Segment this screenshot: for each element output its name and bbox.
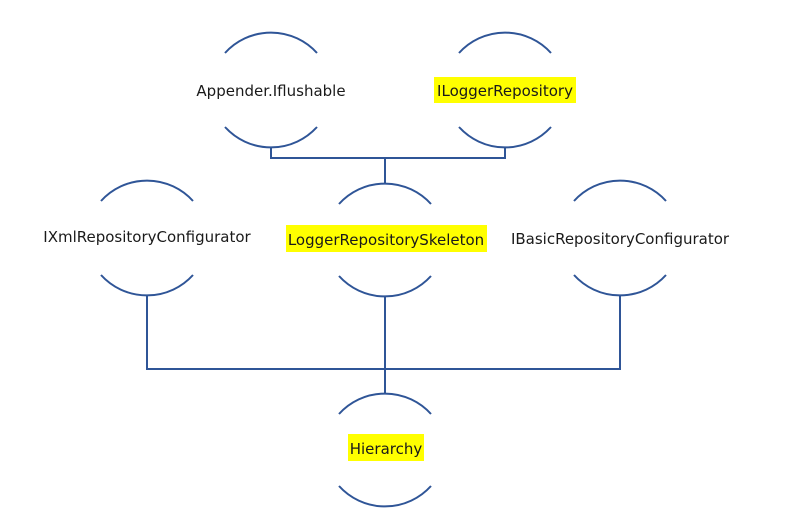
node-appender-iflushable[interactable]: Appender.Iflushable — [196, 31, 346, 149]
node-logger-repository-skeleton[interactable]: LoggerRepositorySkeleton — [286, 182, 487, 298]
node-label: ILoggerRepository — [437, 82, 573, 100]
node-top-arc — [573, 179, 667, 202]
node-label: IBasicRepositoryConfigurator — [511, 230, 730, 248]
node-ilogger-repository[interactable]: ILoggerRepository — [434, 31, 576, 149]
node-bottom-arc — [338, 275, 432, 298]
node-top-arc — [100, 179, 194, 202]
node-label: LoggerRepositorySkeleton — [288, 231, 484, 249]
connector-ixml-to-hierarchy — [146, 296, 386, 393]
node-label: Appender.Iflushable — [196, 82, 345, 100]
node-bottom-arc — [224, 126, 318, 149]
connectors — [146, 148, 621, 393]
node-top-arc — [338, 182, 432, 205]
node-ibasic-repository-configurator[interactable]: IBasicRepositoryConfigurator — [511, 179, 730, 297]
node-highlight — [434, 77, 576, 103]
node-label: IXmlRepositoryConfigurator — [43, 228, 251, 246]
node-highlight — [348, 434, 424, 461]
node-hierarchy[interactable]: Hierarchy — [338, 392, 432, 508]
connector-ilogger-to-skeleton — [385, 148, 506, 159]
node-ixml-repository-configurator[interactable]: IXmlRepositoryConfigurator — [43, 179, 252, 297]
node-top-arc — [458, 31, 552, 54]
node-bottom-arc — [338, 485, 432, 508]
node-bottom-arc — [573, 274, 667, 297]
node-highlight — [286, 225, 487, 252]
node-top-arc — [338, 392, 432, 415]
node-top-arc — [224, 31, 318, 54]
connector-ibasic-to-hierarchy — [385, 296, 621, 370]
node-label: Hierarchy — [350, 440, 423, 458]
node-bottom-arc — [458, 126, 552, 149]
node-bottom-arc — [100, 274, 194, 297]
connector-appender-to-skeleton — [270, 148, 386, 183]
